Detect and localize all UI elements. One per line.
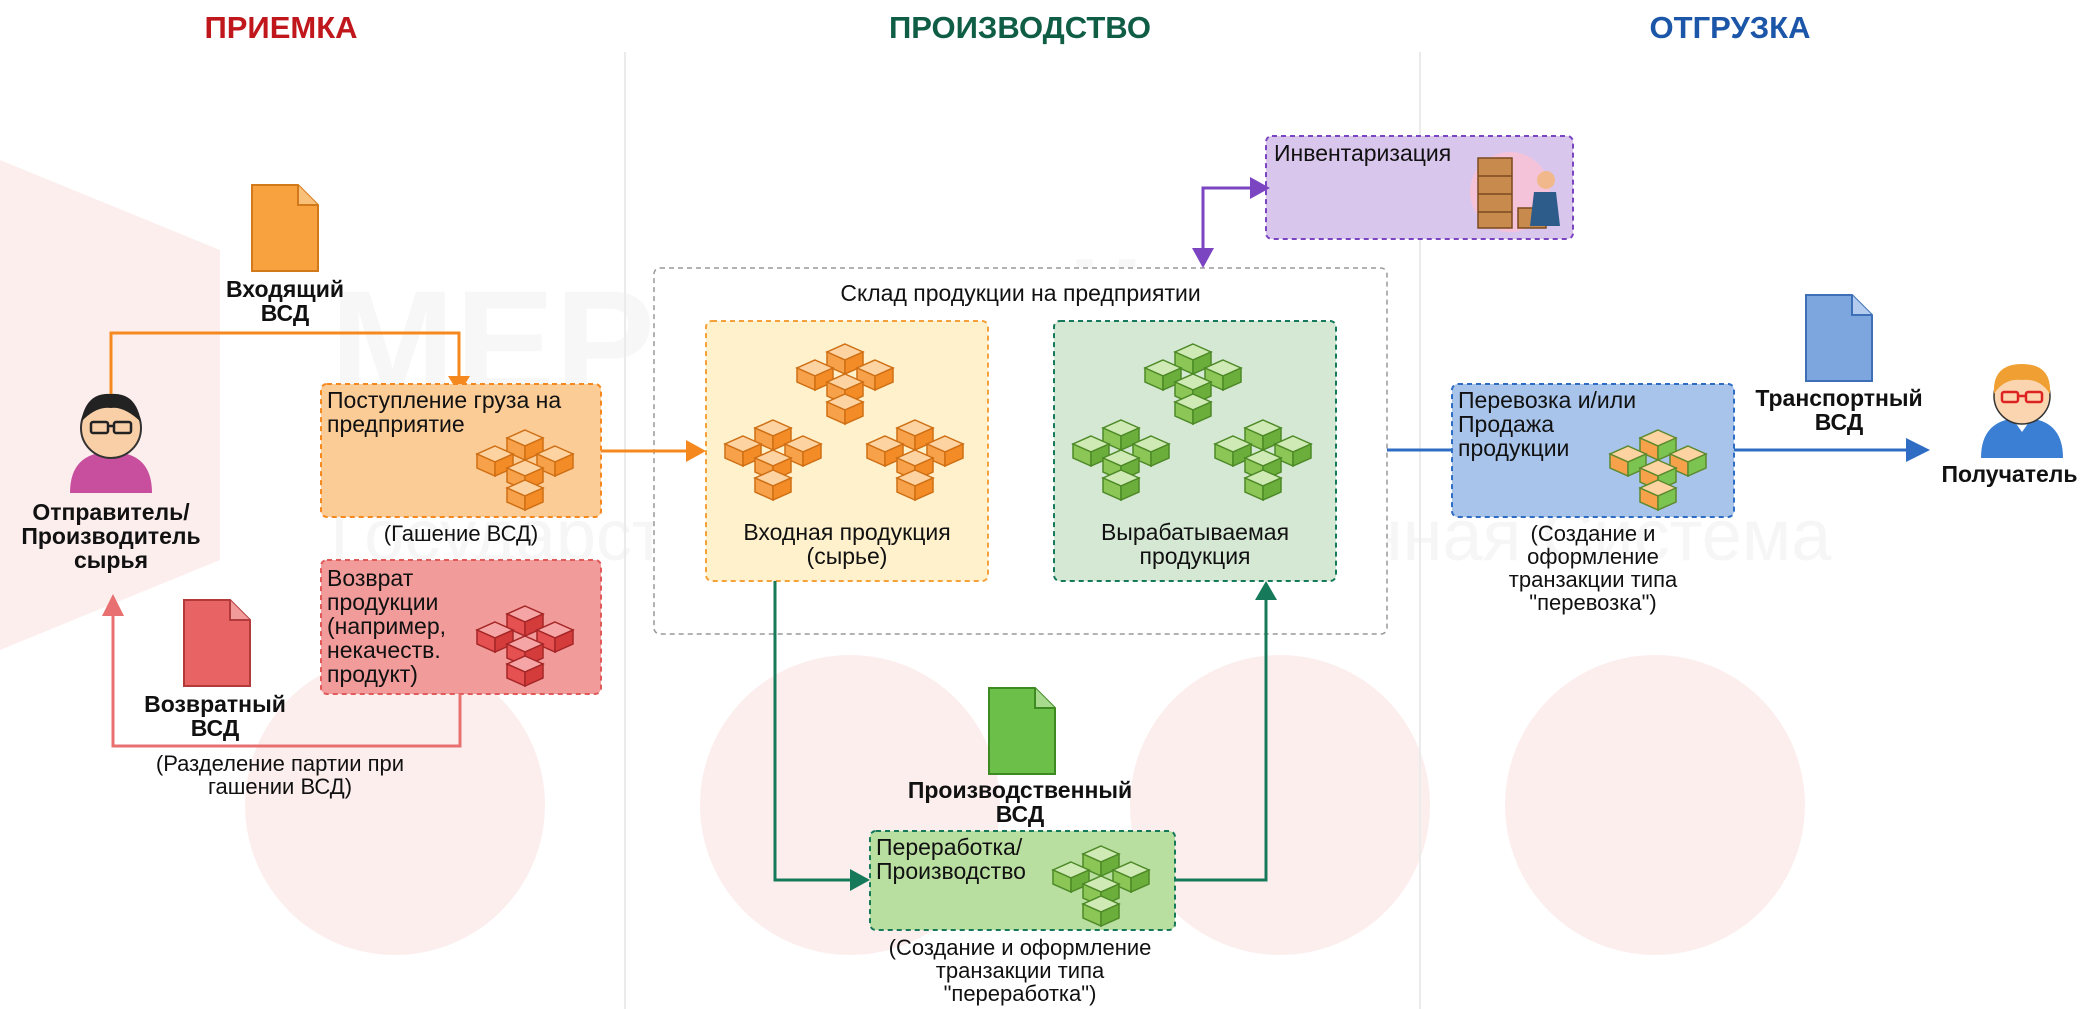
processing-caption: (Создание и оформление транзакции типа "…	[888, 935, 1152, 1006]
section-title-production: ПРОИЗВОДСТВО	[888, 10, 1152, 45]
production-doc-label: Производственный ВСД	[907, 777, 1133, 827]
warehouse-label: Склад продукции на предприятии	[840, 280, 1201, 306]
arrow-head-warehouse	[1192, 248, 1214, 268]
return-box-label: Возврат продукции (например, некачеств. …	[327, 565, 447, 687]
inventory-worker-icon	[1470, 152, 1560, 232]
arrow-sender-to-arrival	[109, 331, 461, 400]
recipient-label: Получатель	[1941, 461, 2078, 487]
processing-box-label: Переработка/ Производство	[876, 834, 1026, 884]
arrow-head-return	[102, 594, 124, 616]
incoming-doc-label: Входящий ВСД	[226, 276, 344, 326]
arrow-head-recipient	[1906, 438, 1930, 462]
arrival-box-label: Поступление груза на предприятие	[327, 387, 562, 437]
arrow-return-to-sender	[111, 612, 462, 748]
return-caption: (Разделение партии при гашении ВСД)	[155, 751, 405, 799]
inventory-label: Инвентаризация	[1274, 140, 1452, 166]
incoming-doc-icon	[252, 185, 318, 271]
transport-box-label: Перевозка и/или Продажа продукции	[1458, 387, 1637, 461]
input-product-label: Входная продукция (сырье)	[743, 519, 951, 569]
arrow-processing-to-output	[1175, 600, 1268, 882]
sender-avatar	[70, 393, 152, 493]
section-title-reception: ПРИЕМКА	[204, 10, 358, 45]
sender-label: Отправитель/ Производитель сырья	[21, 499, 201, 573]
divider-left	[624, 52, 626, 1009]
return-doc-icon	[184, 600, 250, 686]
section-title-shipping: ОТГРУЗКА	[1649, 10, 1811, 45]
arrival-caption: (Гашение ВСД)	[383, 521, 539, 546]
production-doc-icon	[989, 688, 1055, 774]
output-product-label: Вырабатываемая продукция	[1100, 519, 1290, 569]
recipient-avatar	[1981, 364, 2063, 458]
arrow-head-output	[1255, 581, 1277, 600]
output-product-box	[1053, 320, 1337, 582]
arrow-head-input	[686, 440, 706, 462]
arrow-inventory-link	[1201, 186, 1252, 250]
arrow-head-processing	[850, 869, 870, 891]
divider-right	[1419, 52, 1421, 1009]
return-doc-label: Возвратный ВСД	[144, 691, 286, 741]
transport-caption: (Создание и оформление транзакции типа "…	[1508, 521, 1678, 615]
transport-doc-icon	[1806, 295, 1872, 381]
input-product-box	[705, 320, 989, 582]
arrow-head-inventory	[1250, 177, 1270, 199]
transport-doc-label: Транспортный ВСД	[1755, 385, 1923, 435]
arrow-input-to-processing	[773, 581, 852, 882]
